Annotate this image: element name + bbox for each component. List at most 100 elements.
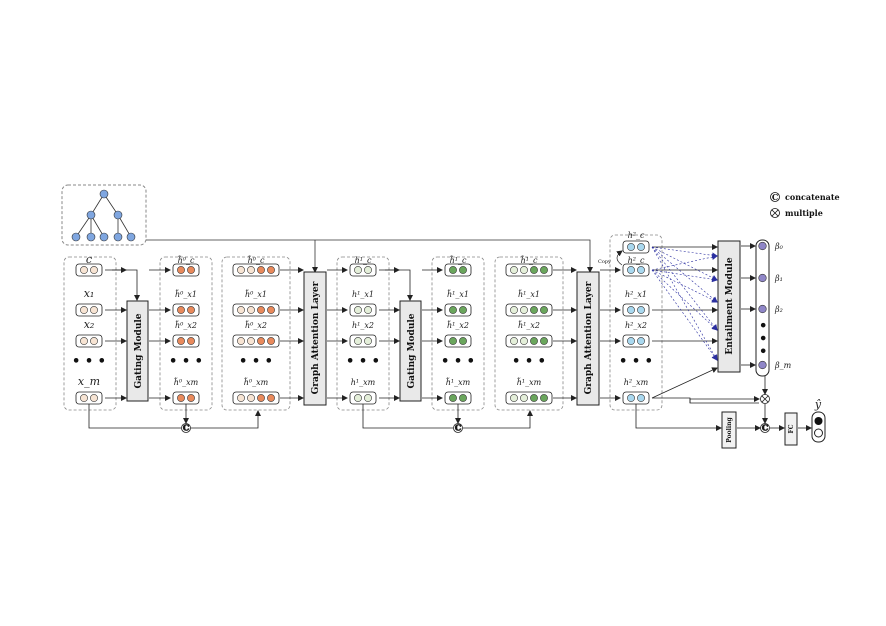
svg-text:Graph Attention Layer: Graph Attention Layer <box>584 281 594 394</box>
graph-attention-layer-2: Graph Attention Layer <box>576 271 600 406</box>
gated-label-0: h̃⁰_x2 <box>175 321 197 330</box>
concat-operator-label: C <box>455 423 461 433</box>
beta-label: β_m <box>774 361 792 370</box>
gated-label-1: h̃¹_x2 <box>447 321 469 330</box>
gated-label-1: h̃¹_x1 <box>447 290 469 299</box>
gat-out-label-2: h²_c <box>628 256 645 265</box>
concat-label-1: h̃¹_x2 <box>518 321 540 330</box>
ellipsis: • • • <box>441 354 475 369</box>
ellipsis: • • • <box>239 354 273 369</box>
concat-node-1 <box>505 263 553 277</box>
concat-label-1: h̃¹_x1 <box>518 290 540 299</box>
gated-node-0 <box>172 334 200 348</box>
gat-out-label-2: h²_xm <box>624 378 649 387</box>
gated-node-1 <box>444 303 472 317</box>
tree-node <box>113 210 123 220</box>
input-node <box>75 391 103 405</box>
gat-out-label-1: h¹_xm <box>351 378 376 387</box>
beta-ellipsis: • • • <box>755 321 770 355</box>
beta-node <box>758 304 767 314</box>
input-node <box>75 263 103 277</box>
input-label: x₂ <box>84 318 95 331</box>
legend-multiply-label: multiple <box>785 208 823 218</box>
svg-text:Entailment Module: Entailment Module <box>725 257 735 355</box>
concat-node-0 <box>232 391 280 405</box>
gat-out-node-2 <box>622 334 650 348</box>
beta-label: β₂ <box>774 305 783 314</box>
concat-operator-label: C <box>183 423 189 433</box>
tree-node <box>99 232 109 242</box>
gated-node-1 <box>444 263 472 277</box>
gat-out-node-1 <box>349 334 377 348</box>
svg-text:Gating Module: Gating Module <box>407 313 417 388</box>
gated-label-1: h̃¹_c <box>450 256 467 265</box>
concat-operator <box>181 423 191 433</box>
gat-out-node-1 <box>349 303 377 317</box>
ellipsis: • • • <box>169 354 203 369</box>
beta-label: β₀ <box>774 242 784 251</box>
gated-node-1 <box>444 334 472 348</box>
input-node <box>75 334 103 348</box>
concat-node-1 <box>505 391 553 405</box>
tree-node <box>113 232 123 242</box>
gated-label-0: h̃⁰_xm <box>174 378 199 387</box>
gated-label-0: h̃⁰_x1 <box>175 290 197 299</box>
gat-out-label-2: h²_x2 <box>625 321 647 330</box>
ellipsis: • • • <box>512 354 546 369</box>
concat-node-1 <box>505 334 553 348</box>
gat-out-node-2 <box>622 240 650 254</box>
copy-label: Copy <box>598 259 611 265</box>
input-label: x_m <box>78 375 100 388</box>
ellipsis: • • • <box>619 354 653 369</box>
gat-out-label-2: h²_c <box>628 231 645 240</box>
concat-node-0 <box>232 263 280 277</box>
concat-node-0 <box>232 334 280 348</box>
pooling-module: Pooling <box>721 411 737 449</box>
gated-label-1: h̃¹_xm <box>446 378 471 387</box>
beta-node <box>758 273 767 283</box>
gat-out-node-1 <box>349 263 377 277</box>
svg-text:Gating Module: Gating Module <box>134 313 144 388</box>
output-label: ŷ <box>814 398 822 411</box>
tree-node <box>86 210 96 220</box>
gated-node-0 <box>172 263 200 277</box>
concat-node-1 <box>505 303 553 317</box>
gat-out-label-2: h²_x1 <box>625 290 647 299</box>
tree-node <box>99 189 109 199</box>
svg-text:FC: FC <box>788 424 795 433</box>
ellipsis: • • • <box>346 354 380 369</box>
concat-label-1: h̃¹_c <box>521 256 538 265</box>
gat-out-node-2 <box>622 263 650 277</box>
gated-node-0 <box>172 303 200 317</box>
entailment-module: Entailment Module <box>717 240 741 373</box>
concat-operator-label: C <box>762 423 768 433</box>
concat-operator <box>453 423 463 433</box>
input-label: x₁ <box>84 287 95 300</box>
gat-out-node-1 <box>349 391 377 405</box>
fc-module: FC <box>784 412 798 446</box>
concat-legend-icon <box>770 192 780 202</box>
tree-node <box>71 232 81 242</box>
gat-out-node-2 <box>622 391 650 405</box>
beta-column <box>755 239 770 377</box>
svg-text:Graph Attention Layer: Graph Attention Layer <box>311 281 321 394</box>
beta-node <box>758 241 767 251</box>
concat-label-0: h̃⁰_x2 <box>245 321 267 330</box>
beta-node <box>758 360 767 370</box>
gat-out-node-2 <box>622 303 650 317</box>
concat-label-0: h̃⁰_x1 <box>245 290 267 299</box>
tree-node <box>126 232 136 242</box>
concat-node-0 <box>232 303 280 317</box>
ellipsis: • • • <box>72 354 106 369</box>
input-node <box>75 303 103 317</box>
gated-node-1 <box>444 391 472 405</box>
concat-label-0: h̃⁰_c <box>248 256 265 265</box>
gating-module-1: Gating Module <box>126 300 149 402</box>
legend: C concatenate multiple <box>770 192 840 218</box>
multiply-legend-icon <box>770 208 780 218</box>
gat-out-label-1: h¹_c <box>355 256 372 265</box>
tree-node <box>86 232 96 242</box>
legend-concat-label: concatenate <box>785 192 840 202</box>
output-node: ŷ <box>811 398 826 443</box>
